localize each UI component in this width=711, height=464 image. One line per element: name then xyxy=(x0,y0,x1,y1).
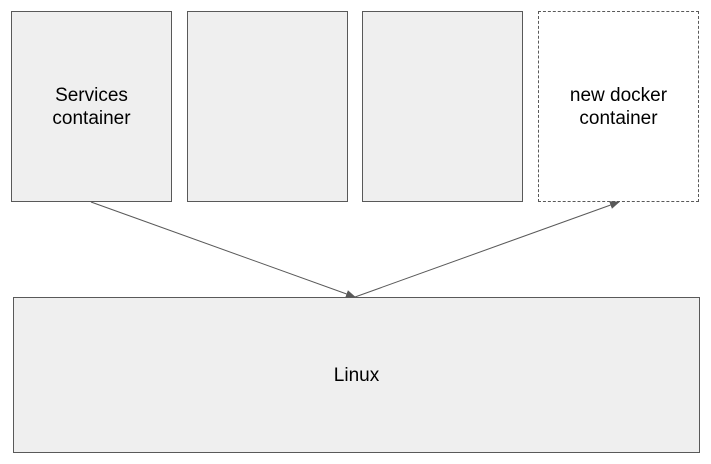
arrow-linux-to-new-container xyxy=(354,201,620,298)
new-docker-container-label: new docker container xyxy=(569,84,668,129)
services-container-label: Services container xyxy=(52,84,131,129)
services-container-box: Services container xyxy=(11,11,172,202)
linux-host-box: Linux xyxy=(13,297,700,453)
container-box-3 xyxy=(362,11,523,202)
linux-host-label: Linux xyxy=(333,364,380,386)
new-docker-container-box: new docker container xyxy=(538,11,699,202)
arrow-services-to-linux xyxy=(90,201,356,298)
container-box-2 xyxy=(187,11,348,202)
